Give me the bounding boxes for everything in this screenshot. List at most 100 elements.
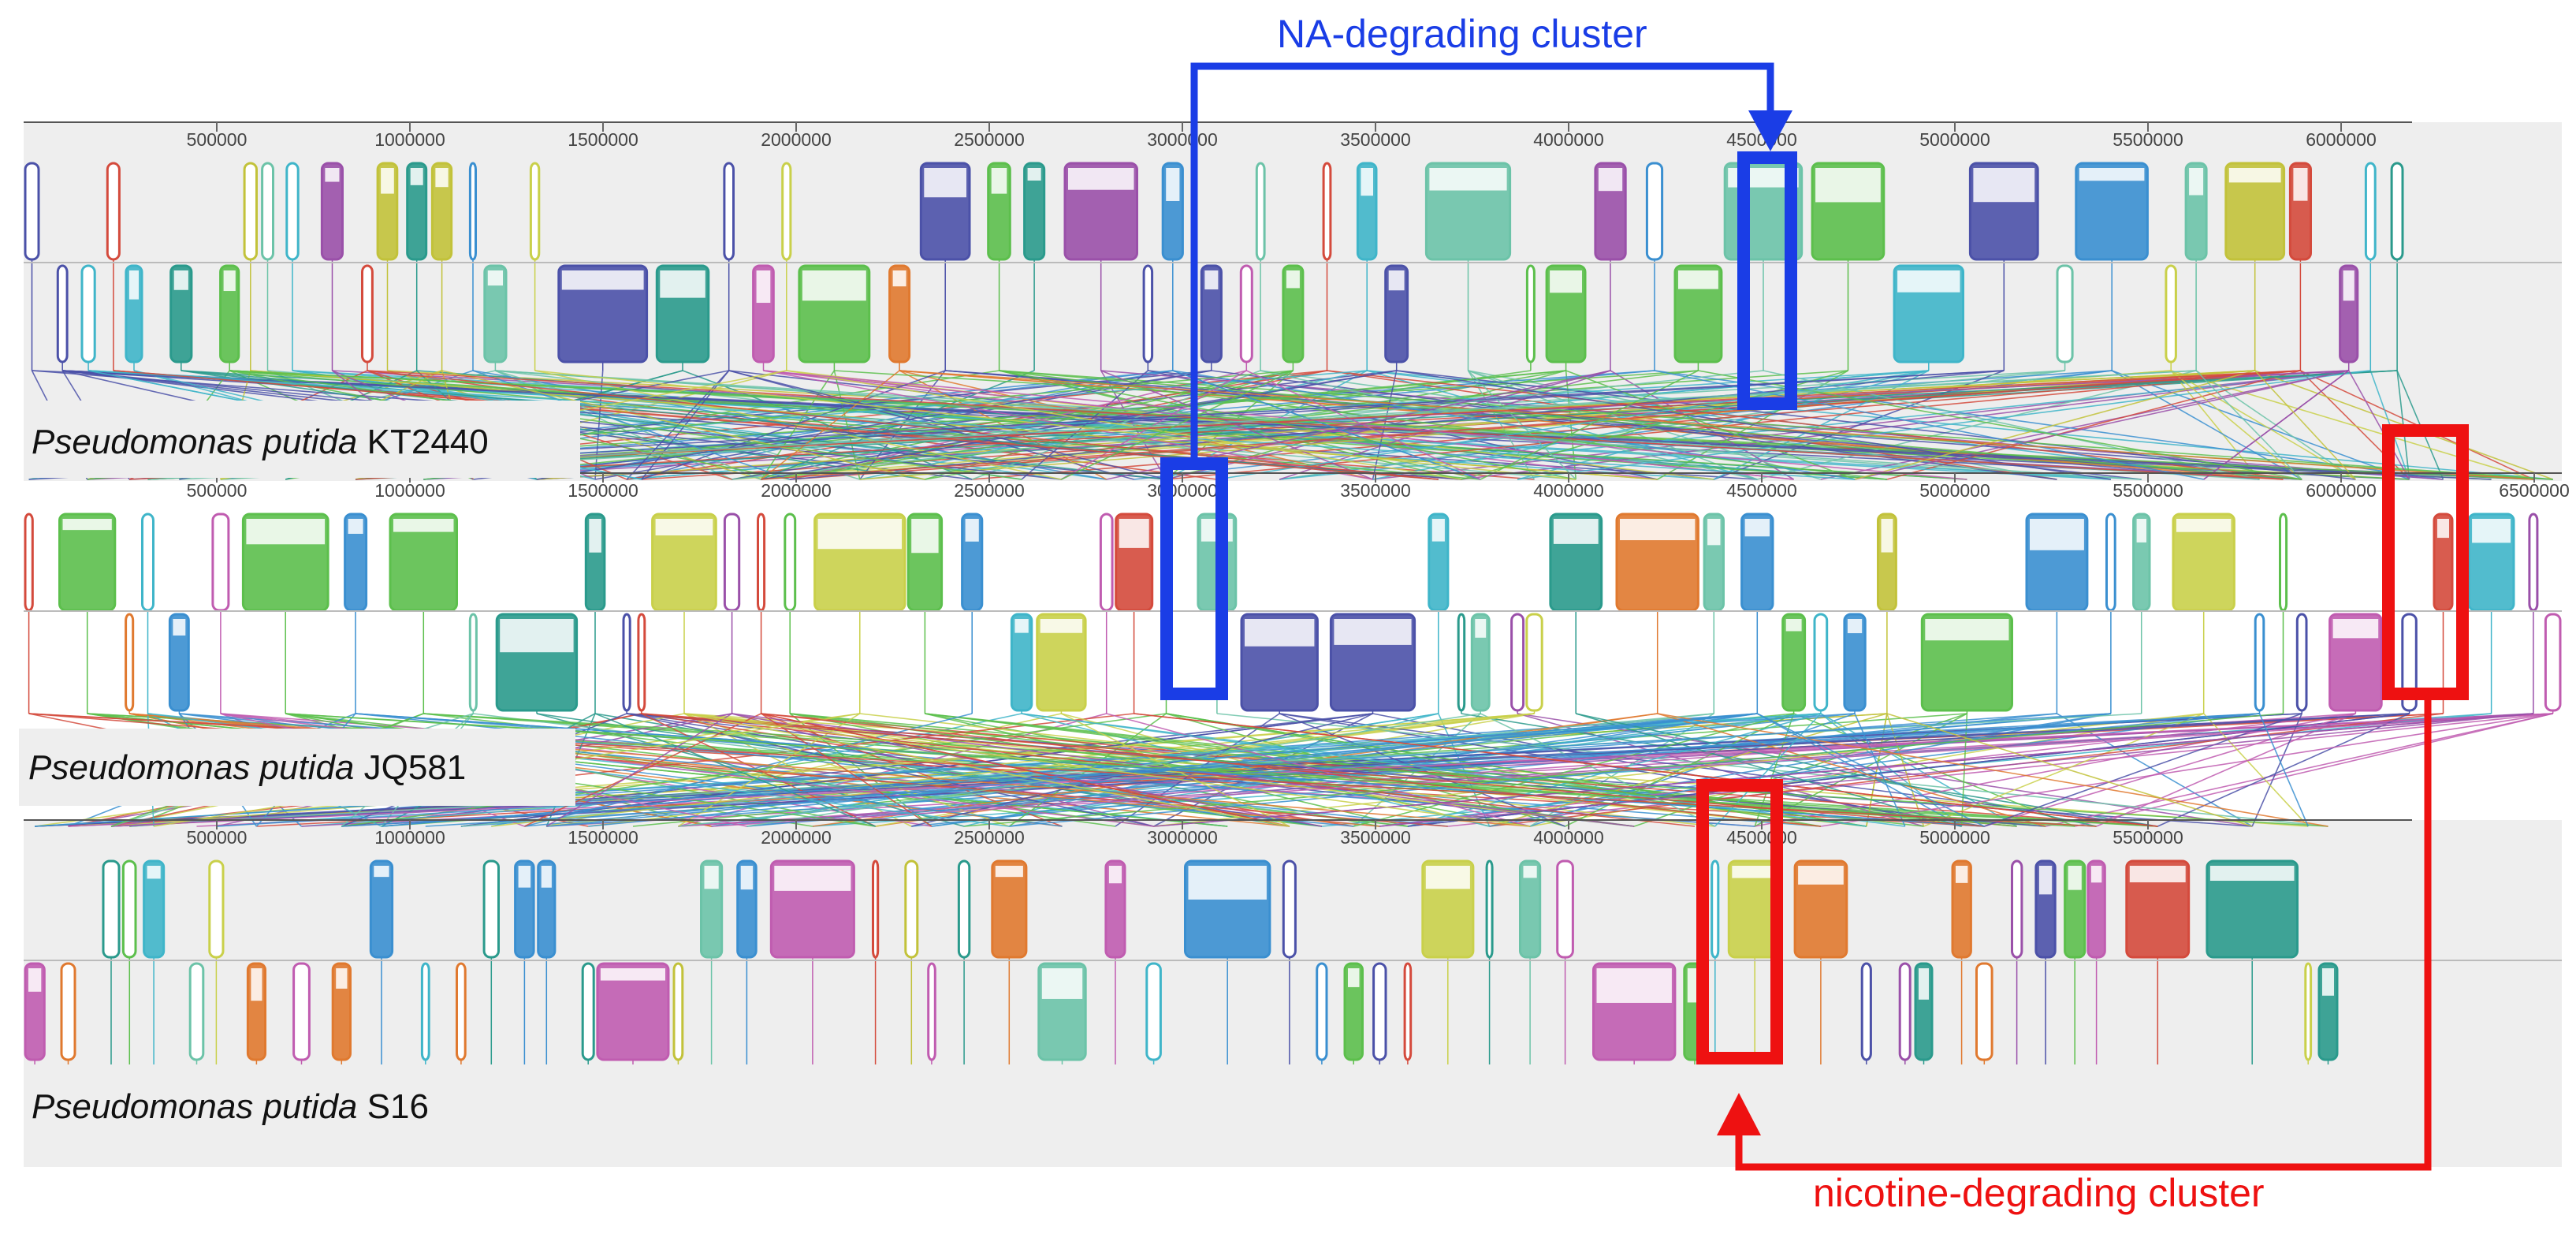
similarity-profile (1166, 168, 1180, 201)
lcb-connector (1489, 713, 2112, 827)
lcb-rect (24, 162, 40, 261)
similarity-profile (756, 270, 771, 304)
lcb-connector (1793, 713, 2075, 827)
lcb-block (736, 859, 758, 1064)
lcb-rect (529, 162, 541, 261)
similarity-profile (381, 168, 394, 194)
lcb-block (285, 162, 300, 371)
similarity-profile (2129, 866, 2186, 882)
lcb-block (1740, 513, 1774, 714)
lcb-rect (872, 859, 880, 959)
lcb-connector (790, 713, 1635, 827)
similarity-profile (660, 270, 705, 298)
lcb-connector (1061, 713, 1490, 827)
lcb-block (1424, 162, 1512, 371)
lcb-connector (761, 713, 932, 827)
lcb-rect (1255, 162, 1266, 261)
lcb-rect (672, 962, 684, 1061)
lcb-connector (423, 370, 1566, 480)
lcb-rect (2206, 859, 2299, 959)
lcb-block (1893, 264, 1965, 371)
similarity-profile (2322, 968, 2334, 996)
lcb-connector (594, 713, 876, 827)
lcb-rect (784, 513, 797, 612)
similarity-profile (589, 519, 601, 553)
lcb-block (1036, 613, 1087, 714)
lcb-connector (761, 713, 1290, 827)
similarity-profile (1550, 270, 1582, 293)
similarity-profile (1334, 619, 1412, 645)
lcb-block (1104, 859, 1126, 1064)
lcb-block (1645, 162, 1664, 371)
similarity-profile (223, 270, 236, 292)
lcb-connector (1060, 370, 1247, 480)
lcb-connector (763, 370, 1967, 480)
similarity-profile (2209, 866, 2295, 882)
ruler-tick-label: 2500000 (954, 827, 1025, 848)
similarity-profile (2437, 519, 2449, 539)
lcb-block (1525, 613, 1543, 714)
lcb-rect (1510, 613, 1525, 712)
lcb-block (456, 962, 467, 1064)
lcb-connector (2170, 370, 2302, 480)
lcb-connector (1172, 370, 1481, 480)
lcb-rect (622, 613, 631, 712)
ruler-tick-label: 5500000 (2113, 129, 2183, 150)
ruler-tick-label: 3500000 (1340, 827, 1411, 848)
similarity-profile (1348, 968, 1360, 987)
ruler-tick-label: 500000 (187, 480, 248, 501)
lcb-block (106, 162, 121, 371)
lcb-connector (1467, 370, 1536, 480)
lcb-block (1023, 162, 1046, 371)
lcb-rect (2224, 162, 2286, 261)
lcb-block (2125, 859, 2191, 1064)
lcb-connector (1854, 713, 1906, 827)
lcb-block (1384, 264, 1409, 371)
similarity-profile (1973, 168, 2035, 203)
lcb-block (1282, 264, 1305, 371)
similarity-profile (2079, 168, 2145, 181)
lcb-block (2224, 162, 2286, 371)
nicotine-degrading-cluster-callout: nicotine-degrading cluster (1696, 424, 2469, 1215)
lcb-connector (1517, 370, 2371, 480)
lcb-rect (1142, 264, 1154, 363)
lcb-connector (1379, 713, 2533, 827)
lcb-rect (581, 962, 595, 1061)
lcb-block (1811, 162, 1885, 371)
lcb-rect (211, 513, 230, 612)
lcb-block (24, 162, 40, 371)
similarity-profile (1027, 168, 1041, 181)
lcb-rect (24, 513, 34, 612)
lcb-rect (2364, 162, 2377, 261)
lcb-rect (781, 162, 792, 261)
lcb-block (241, 513, 329, 714)
lcb-connector (250, 370, 1658, 480)
lcb-block (1877, 513, 1897, 714)
lcb-rect (1525, 264, 1536, 363)
lcb-rect (320, 162, 344, 261)
lcb-rect (1951, 859, 1972, 959)
lcb-connector (472, 370, 791, 480)
lcb-block (1914, 962, 1934, 1064)
lcb-block (2288, 162, 2312, 371)
lcb-block (700, 859, 724, 1064)
lcb-block (906, 513, 944, 714)
lcb-rect (2011, 859, 2023, 959)
similarity-profile (1744, 519, 1770, 537)
similarity-profile (1014, 619, 1029, 633)
lcb-block (872, 859, 880, 1064)
similarity-profile (774, 866, 851, 891)
lcb-connector (2170, 370, 2356, 480)
similarity-profile (518, 866, 531, 888)
lcb-connector (1565, 713, 1794, 827)
lcb-connector (786, 370, 1462, 480)
lcb-rect (1711, 859, 1720, 959)
lcb-block (1255, 162, 1266, 371)
lcb-connector (1820, 370, 2349, 480)
lcb-connector (1820, 713, 1963, 827)
lcb-block (769, 859, 855, 1064)
similarity-profile (246, 519, 326, 545)
lcb-block (406, 162, 428, 371)
